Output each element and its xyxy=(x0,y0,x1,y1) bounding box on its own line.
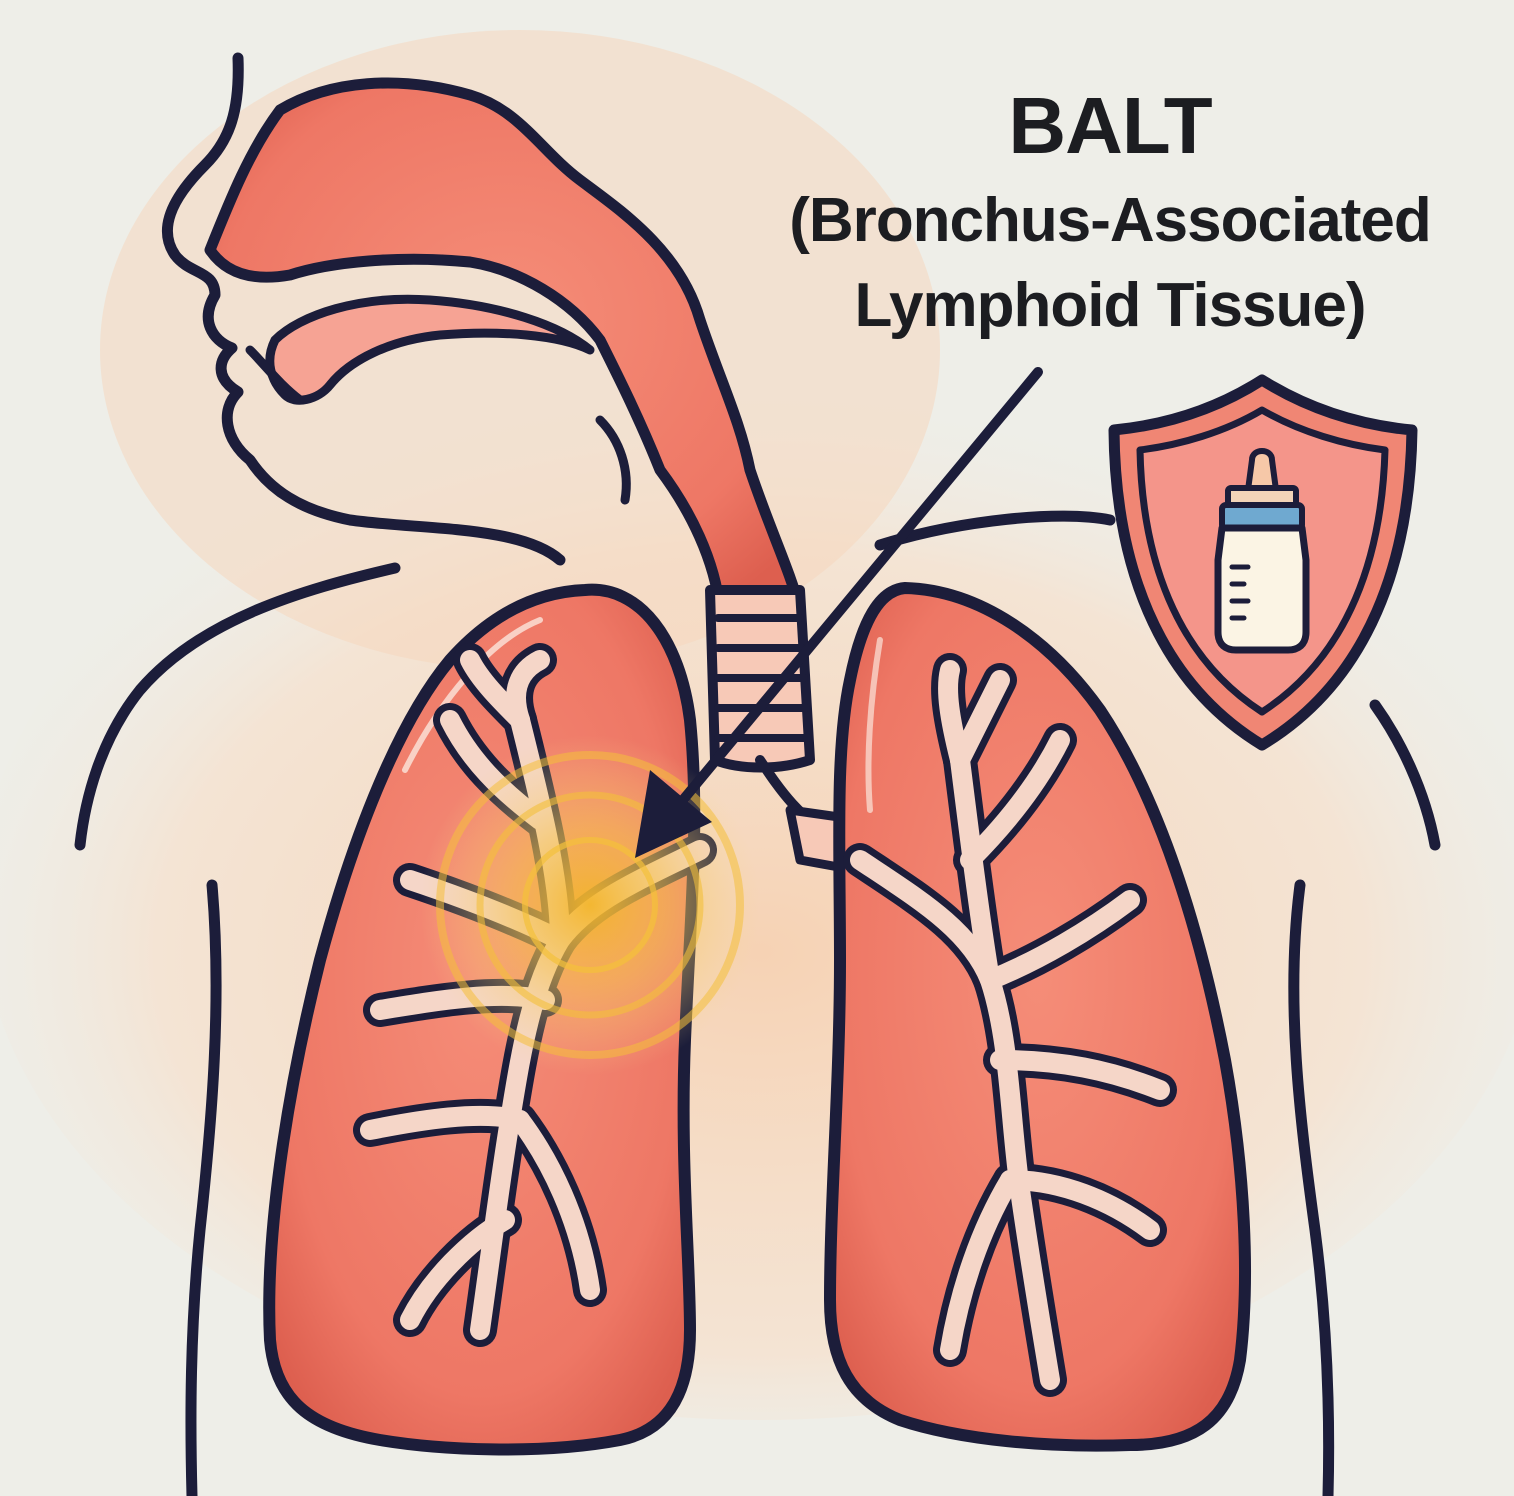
balt-highlight xyxy=(420,735,760,1075)
label-subtitle-line2: Lymphoid Tissue) xyxy=(730,270,1490,341)
label-title: BALT xyxy=(730,80,1490,172)
label-subtitle-line1: (Bronchus-Associated xyxy=(730,185,1490,256)
